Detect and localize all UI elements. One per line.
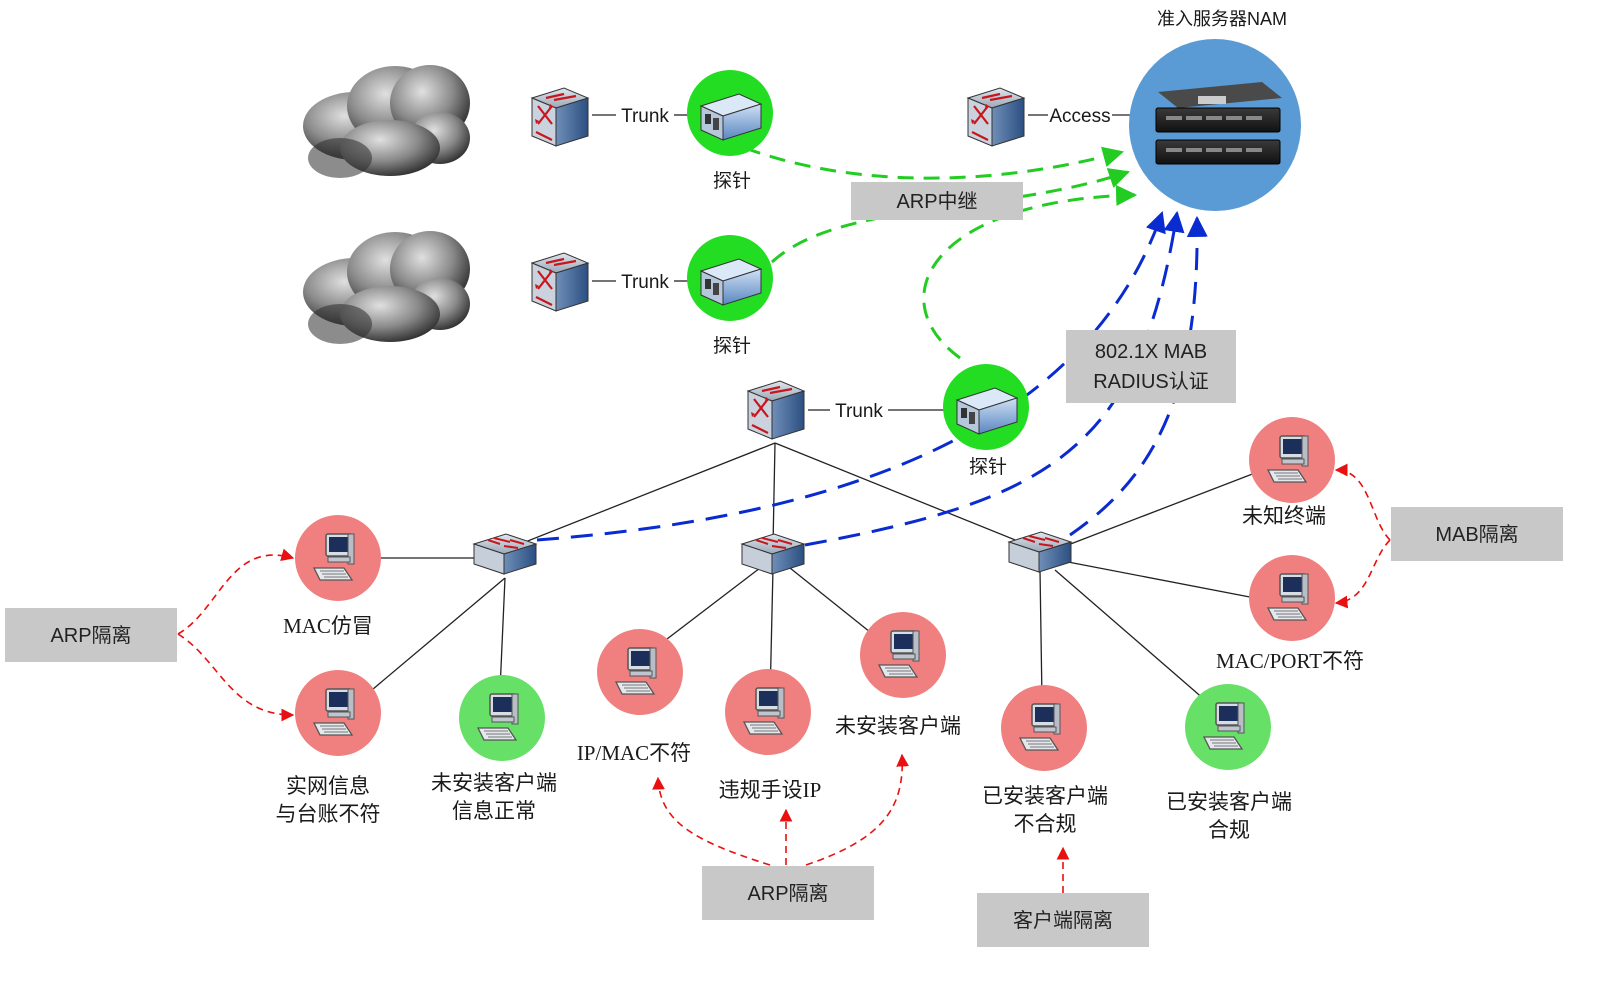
- label-no-client-ok-2: 信息正常: [452, 799, 536, 823]
- switch-icon-top-2: [530, 251, 590, 313]
- label-no-client: 未安装客户端: [835, 714, 961, 738]
- box-arp-isolation-left: ARP隔离: [5, 608, 177, 662]
- label-installed-bad-1: 已安装客户端: [982, 784, 1108, 808]
- cloud-icon-top: [303, 65, 470, 178]
- network-links: [359, 114, 1269, 701]
- label-mac-port-mismatch: MAC/PORT不符: [1216, 649, 1364, 673]
- server-title: 准入服务器NAM: [1157, 9, 1287, 29]
- terminal-real-net-mismatch: [295, 670, 381, 756]
- arp-relay-label: ARP中继: [896, 190, 977, 213]
- client-isolation-label: 客户端隔离: [1013, 909, 1113, 932]
- mab-isolation-label: MAB隔离: [1435, 523, 1518, 546]
- label-real-net-1: 实网信息: [286, 774, 370, 798]
- probe-label-3: 探针: [969, 456, 1007, 478]
- cloud-icon-bottom: [303, 231, 470, 344]
- label-mac-spoof: MAC仿冒: [283, 614, 373, 638]
- label-installed-ok-2: 合规: [1208, 818, 1250, 842]
- terminal-mac-port-mismatch: [1249, 555, 1335, 641]
- label-real-net-2: 与台账不符: [276, 802, 381, 826]
- label-installed-ok-1: 已安装客户端: [1166, 790, 1292, 814]
- terminal-no-client: [860, 612, 946, 698]
- label-no-client-ok-1: 未安装客户端: [431, 771, 557, 795]
- core-switch-icon: [746, 379, 806, 441]
- terminal-installed-compliant: [1185, 684, 1271, 770]
- isolation-arrows: [177, 463, 1391, 893]
- terminal-installed-noncompliant: [1001, 685, 1087, 771]
- access-switch-icon-left: [473, 533, 537, 575]
- label-ip-mac-mismatch: IP/MAC不符: [577, 741, 691, 765]
- arp-isolation-bottom-label: ARP隔离: [747, 882, 828, 905]
- auth-label-line2: RADIUS认证: [1093, 370, 1209, 393]
- switch-icon-access: [966, 86, 1026, 148]
- trunk-label-3: Trunk: [835, 401, 883, 422]
- box-mab-isolation: MAB隔离: [1391, 507, 1563, 561]
- box-arp-isolation-bottom: ARP隔离: [702, 866, 874, 920]
- access-switch-icon-middle: [741, 533, 805, 575]
- access-label: Access: [1049, 106, 1110, 127]
- arp-isolation-left-label: ARP隔离: [50, 624, 131, 647]
- trunk-label-2: Trunk: [621, 272, 669, 293]
- probe-icon-1: [686, 69, 774, 157]
- terminal-illegal-ip: [725, 669, 811, 755]
- switch-icon-top-1: [530, 86, 590, 148]
- terminal-no-client-normal: [459, 675, 545, 761]
- terminal-mac-spoof: [295, 515, 381, 601]
- auth-arrows: [536, 210, 1208, 547]
- label-illegal-ip: 违规手设IP: [719, 778, 822, 802]
- box-auth: 802.1X MAB RADIUS认证: [1066, 330, 1236, 403]
- arp-relay-arrows: [744, 146, 1138, 360]
- probe-label-2: 探针: [713, 335, 751, 357]
- probe-icon-3: [942, 363, 1030, 451]
- auth-label-line1: 802.1X MAB: [1095, 341, 1207, 363]
- trunk-label-1: Trunk: [621, 106, 669, 127]
- access-switch-icon-right: [1008, 531, 1072, 573]
- terminal-unknown: [1249, 417, 1335, 503]
- box-client-isolation: 客户端隔离: [977, 893, 1149, 947]
- server-icon: [1155, 82, 1282, 165]
- box-arp-relay: ARP中继: [851, 182, 1023, 220]
- terminal-ip-mac-mismatch: [597, 629, 683, 715]
- label-installed-bad-2: 不合规: [1014, 812, 1077, 836]
- label-unknown: 未知终端: [1242, 504, 1326, 528]
- nam-server: [1129, 39, 1301, 211]
- probe-icon-2: [686, 234, 774, 322]
- probe-label-1: 探针: [713, 170, 751, 192]
